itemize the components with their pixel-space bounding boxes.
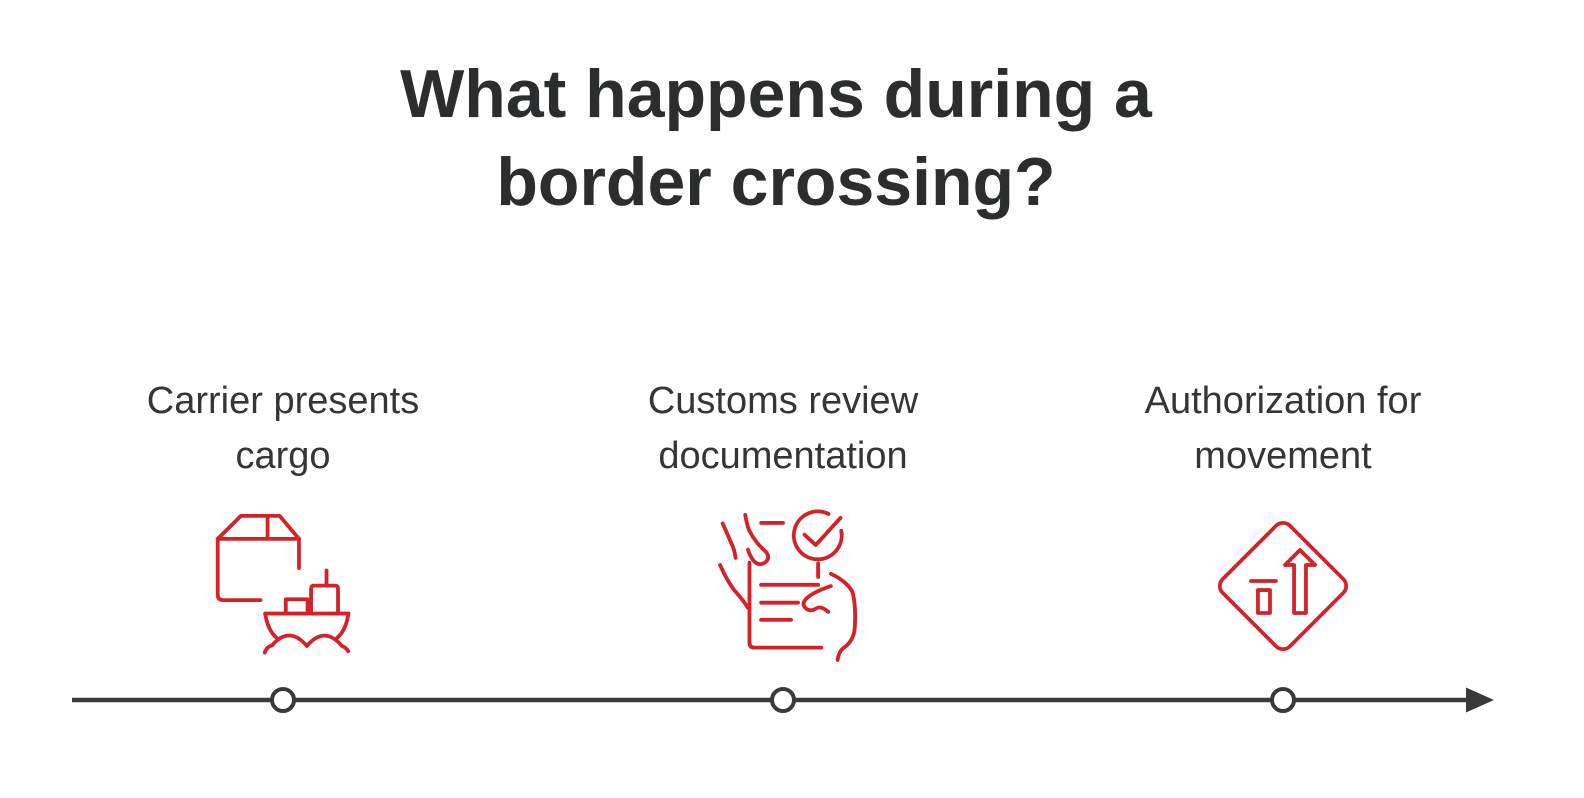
document-review-icon (533, 496, 1033, 666)
timeline-marker-1 (270, 687, 296, 713)
timeline-arrow (72, 687, 1494, 713)
step-label: Customs review documentation (647, 380, 919, 477)
page-title: What happens during a border crossing? (400, 56, 1152, 220)
step-carrier-presents-cargo: Carrier presents cargo (33, 374, 533, 666)
step-customs-review-documentation: Customs review documentation (533, 374, 1033, 666)
step-label: Carrier presents cargo (146, 380, 420, 477)
timeline-arrowhead (1466, 687, 1494, 713)
road-sign-icon (1033, 496, 1533, 666)
step-label: Authorization for movement (1144, 380, 1422, 477)
cargo-ship-icon (33, 496, 533, 666)
step-authorization-for-movement: Authorization for movement (1033, 374, 1533, 666)
timeline-marker-2 (770, 687, 796, 713)
steps-row: Carrier presents cargo (33, 374, 1533, 666)
timeline-marker-3 (1270, 687, 1296, 713)
